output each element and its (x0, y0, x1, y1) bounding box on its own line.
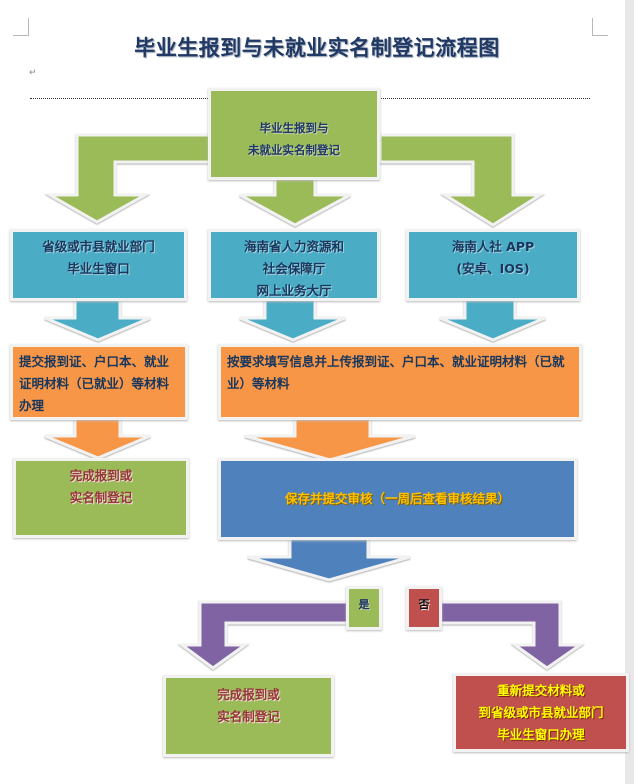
start-box: 毕业生报到与 未就业实名制登记 (208, 88, 380, 180)
channel-box-mobile-app: 海南人社 APP (安卓、IOS) (406, 229, 580, 301)
yes-result-box: 完成报到或 实名制登记 (163, 675, 334, 757)
decision-yes-box[interactable]: 是 (346, 586, 382, 630)
arrow-to-channel-2 (239, 173, 351, 227)
arrow-channel-3-down (439, 294, 546, 342)
online-submit-box: 按要求填写信息并上传报到证、户口本、就业证明材料（已就业）等材料 (218, 344, 582, 420)
channel-3-line-1: 海南人社 APP (451, 239, 535, 254)
channel-box-online-hall: 海南省人力资源和 社会保障厅 网上业务大厅 (208, 229, 380, 301)
decision-yes-label: 是 (358, 598, 370, 611)
channel-3-line-2: (安卓、IOS) (456, 261, 530, 276)
arrow-review-down (247, 534, 411, 582)
channel-1-line-1: 省级或市县就业部门 (42, 239, 155, 254)
offline-done-line-2: 实名制登记 (69, 490, 133, 505)
offline-submit-box: 提交报到证、户口本、就业证明材料（已就业）等材料办理 (10, 344, 188, 420)
no-result-line-1: 重新提交材料或 (497, 683, 585, 698)
arrow-no-branch (438, 600, 585, 670)
arrow-offline-down (44, 412, 151, 460)
no-result-line-2: 到省级或市县就业部门 (478, 705, 604, 720)
vertical-scrollbar[interactable] (625, 0, 634, 784)
offline-submit-text: 提交报到证、户口本、就业证明材料（已就业）等材料办理 (19, 354, 170, 413)
no-result-line-3: 毕业生窗口办理 (497, 727, 585, 742)
page-corner-mark-left (13, 18, 29, 36)
decision-no-box[interactable]: 否 (406, 586, 442, 630)
online-submit-text: 按要求填写信息并上传报到证、户口本、就业证明材料（已就业）等材料 (227, 354, 565, 391)
arrow-to-channel-3 (378, 133, 546, 227)
paragraph-mark: ↵ (29, 68, 37, 78)
channel-box-offline-window: 省级或市县就业部门 毕业生窗口 (10, 229, 187, 301)
arrow-channel-1-down (44, 294, 151, 342)
review-box: 保存并提交审核（一周后查看审核结果） (218, 458, 577, 540)
offline-done-line-1: 完成报到或 (69, 468, 133, 483)
offline-done-box: 完成报到或 实名制登记 (13, 458, 189, 538)
channel-2-line-2: 社会保障厅 (262, 261, 326, 276)
channel-1-line-2: 毕业生窗口 (67, 261, 130, 276)
arrow-yes-branch (177, 600, 352, 670)
document-title: 毕业生报到与未就业实名制登记流程图 (134, 36, 500, 60)
decision-no-label: 否 (418, 598, 430, 611)
arrow-online-down (244, 412, 416, 462)
yes-result-line-2: 实名制登记 (217, 709, 280, 724)
start-line-2: 未就业实名制登记 (248, 143, 340, 157)
yes-result-line-1: 完成报到或 (217, 687, 280, 702)
page-corner-mark-right (592, 18, 608, 36)
arrow-to-channel-1 (44, 133, 212, 224)
review-text: 保存并提交审核（一周后查看审核结果） (284, 491, 510, 506)
start-line-1: 毕业生报到与 (259, 121, 329, 135)
channel-2-line-3: 网上业务大厅 (256, 283, 332, 298)
arrow-channel-2-down (239, 294, 346, 342)
no-result-box: 重新提交材料或 到省级或市县就业部门 毕业生窗口办理 (453, 673, 629, 752)
channel-2-line-1: 海南省人力资源和 (243, 239, 344, 254)
